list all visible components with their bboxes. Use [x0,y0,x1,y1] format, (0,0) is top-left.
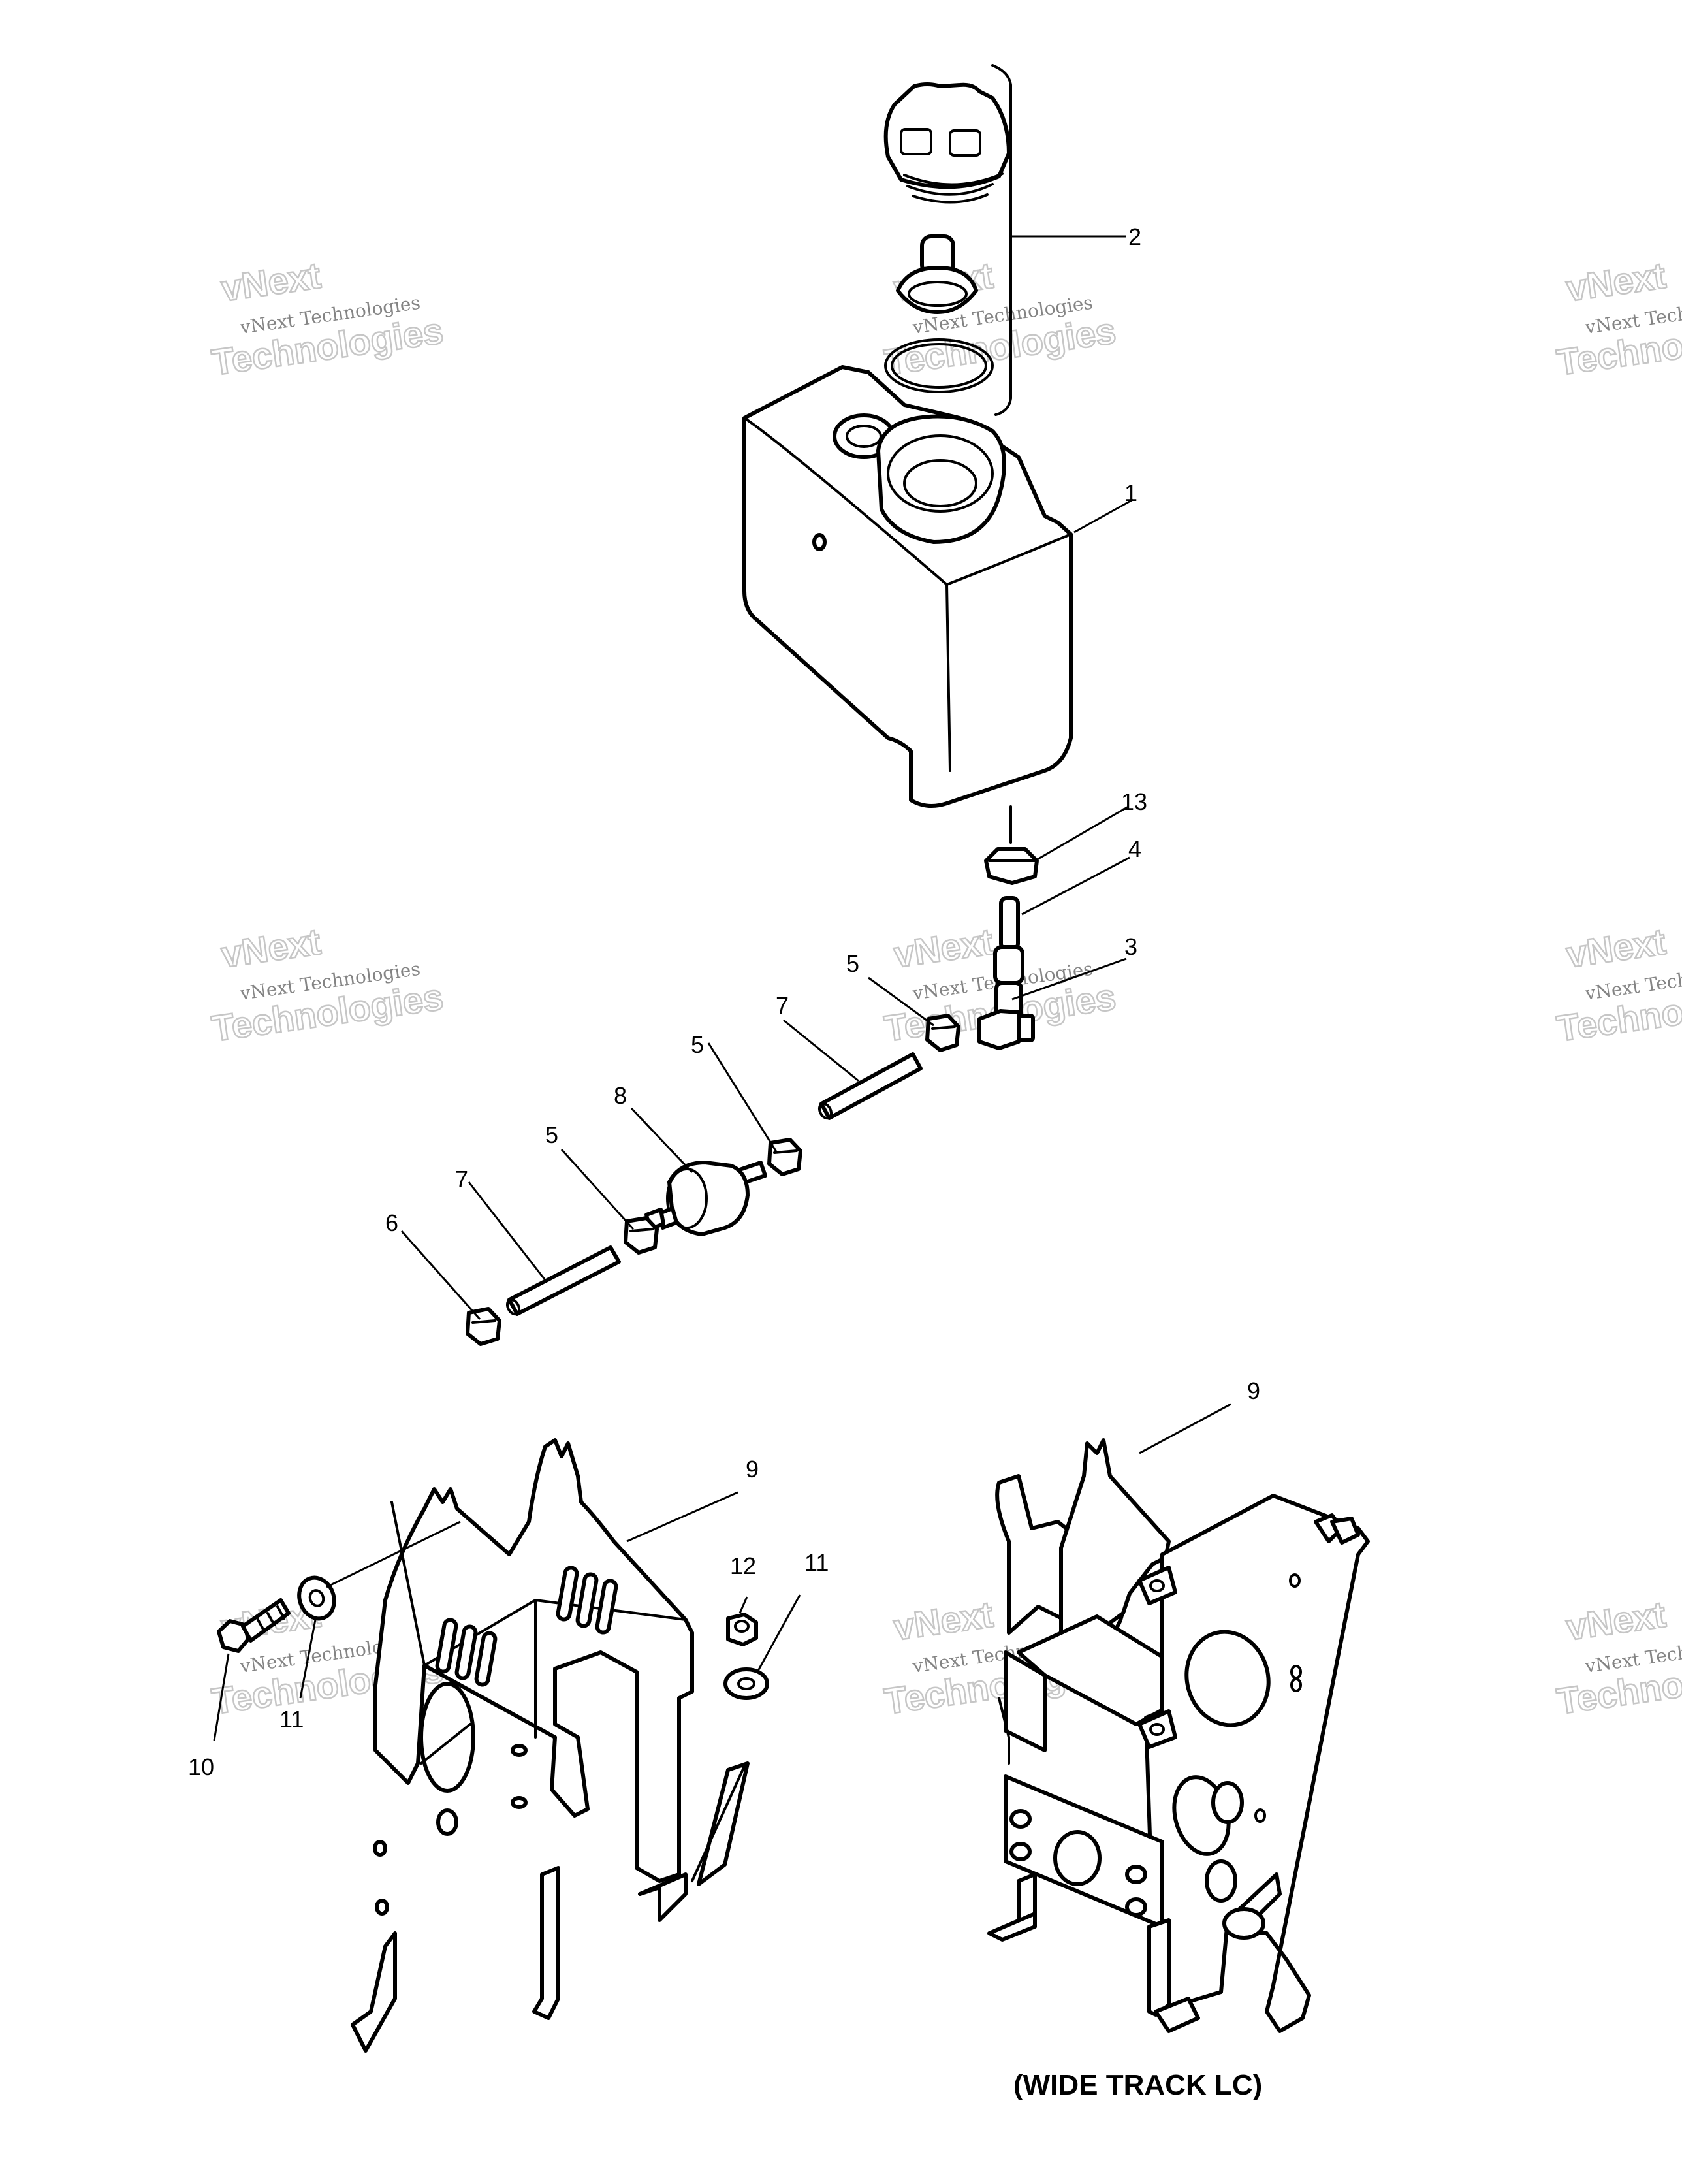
clamp-6 [466,1307,501,1346]
callout-8: 8 [614,1082,627,1109]
hose-7-left [505,1245,621,1316]
watermark-low-right: vNext vNext Technologies Technologies [1553,1592,1682,1722]
callout-13: 13 [1121,788,1147,815]
svg-text:vNext: vNext [1564,1594,1668,1648]
svg-text:vNext: vNext [1564,921,1668,976]
grommet [984,847,1039,885]
callout-5-right: 5 [846,950,859,977]
shut-off-valve [977,896,1035,1050]
filler-gasket [884,338,994,393]
bracket-line-2 [991,64,1012,416]
callout-5-left: 5 [545,1121,558,1148]
svg-text:vNext: vNext [1564,255,1668,310]
callout-10: 10 [188,1754,214,1780]
callout-12: 12 [730,1552,756,1579]
svg-text:vNext: vNext [219,255,323,310]
hose-7-right [817,1052,923,1120]
watermark-top-left: vNext vNext Technologies Technologies [208,253,447,383]
clamp-5-middle [767,1138,802,1176]
nut-12 [726,1613,758,1646]
filler-cap [883,82,1011,204]
watermark-top-center: vNext vNext Technologies Technologies [881,253,1119,383]
callout-2: 2 [1128,223,1141,250]
callout-1: 1 [1124,479,1137,506]
washer-11-right [723,1667,769,1700]
bolt [217,1598,291,1653]
svg-text:vNext: vNext [891,921,996,976]
svg-text:vNext: vNext [219,921,323,976]
clamp-5-right [925,1014,960,1052]
mounting-bracket-right [987,1438,1370,2033]
callout-7-left: 7 [455,1166,468,1193]
wide-track-caption: (WIDE TRACK LC) [1013,2069,1262,2101]
callout-11-right: 11 [804,1549,829,1576]
svg-text:vNext: vNext [891,1594,996,1648]
washer-11-left [297,1575,336,1621]
watermark-mid-right: vNext vNext Technologies Technologies [1553,920,1682,1050]
inline-fuel-filter [644,1161,767,1236]
watermark-mid-left: vNext vNext Technologies Technologies [208,920,447,1050]
callout-6: 6 [385,1210,398,1236]
callout-9-left: 9 [746,1456,759,1483]
mounting-bracket-left [351,1438,750,2053]
callout-7-right: 7 [776,992,789,1019]
clamp-5-left [624,1216,659,1255]
leader-lines [213,235,1231,1741]
filler-neck-valve [896,234,978,314]
watermark-top-right: vNext vNext Technologies Technologies [1553,253,1682,383]
oil-tank [742,365,1073,808]
callout-9-right: 9 [1247,1377,1260,1404]
callout-5-middle: 5 [691,1031,704,1058]
callout-3: 3 [1124,933,1137,960]
callout-4: 4 [1128,835,1141,862]
callout-11-left: 11 [279,1706,304,1733]
